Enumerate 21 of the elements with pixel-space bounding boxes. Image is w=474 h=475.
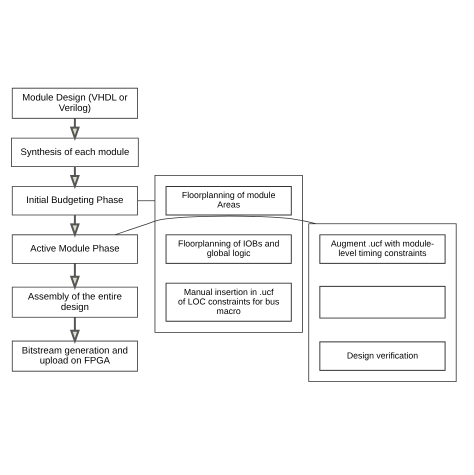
arrow [70,214,80,238]
arrow [70,262,80,290]
node-box: Active Module Phase [12,234,138,264]
node-box: Bitstream generation and upload on FPGA [12,340,138,372]
arrow [70,118,80,140]
arrow [70,316,80,344]
node-box: Augment .ucf with module-level timing constraints [319,234,446,264]
cluster [154,174,303,332]
node-box: Assembly of the entire design [12,286,138,318]
node-box: Floorplanning of module Areas [166,186,292,215]
node-box [319,285,446,318]
arrow [70,166,80,189]
node-box: Module Design (VHDL or Verilog) [12,87,138,118]
cluster [308,222,457,382]
node-box: Manual insertion in .ucf of LOC constraints for bus macro [166,282,292,322]
node-box: Synthesis of each module [11,137,139,167]
node-box: Design verification [319,340,446,370]
node-box: Floorplanning of IOBs and global logic [166,234,292,264]
connector [114,215,316,235]
connector [137,200,156,201]
node-box: Initial Budgeting Phase [12,186,138,215]
